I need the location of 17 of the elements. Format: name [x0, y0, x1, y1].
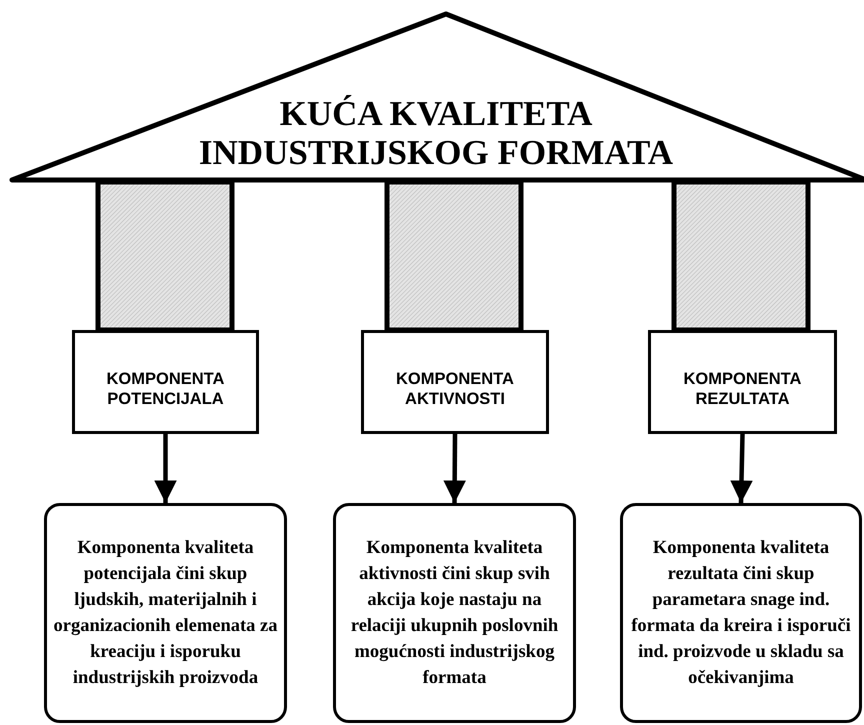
component-label: KOMPONENTA REZULTATA [682, 369, 802, 409]
description-box [44, 503, 287, 723]
component-label: KOMPONENTA AKTIVNOSTI [395, 369, 515, 409]
description-box [620, 503, 862, 723]
component-label: KOMPONENTA POTENCIJALA [106, 369, 226, 409]
arrow [730, 434, 753, 504]
component-box [72, 330, 259, 434]
component-box [361, 330, 549, 434]
component-box [648, 330, 837, 434]
roof-triangle [8, 10, 864, 184]
arrow [154, 434, 177, 503]
arrow [443, 434, 466, 504]
description-box [333, 503, 576, 723]
roof-title: KUĆA KVALITETA INDUSTRIJSKOG FORMATA [198, 94, 674, 172]
description-text: Komponenta kvaliteta potencijala čini skup ljudskih, materijalnih i organizacionih elemenata za kreaciju i isporuku industrijskih proizvoda [52, 537, 278, 690]
description-text: Komponenta kvaliteta rezultata čini skup parametara snage ind. formata da kreira i isporuči ind. proizvode u skladu sa očekivanjima [630, 537, 852, 690]
description-text: Komponenta kvaliteta aktivnosti čini skup svih akcija koje nastaju na relaciji ukupnih poslovnih mogućnosti industrijskog formata [350, 537, 560, 690]
